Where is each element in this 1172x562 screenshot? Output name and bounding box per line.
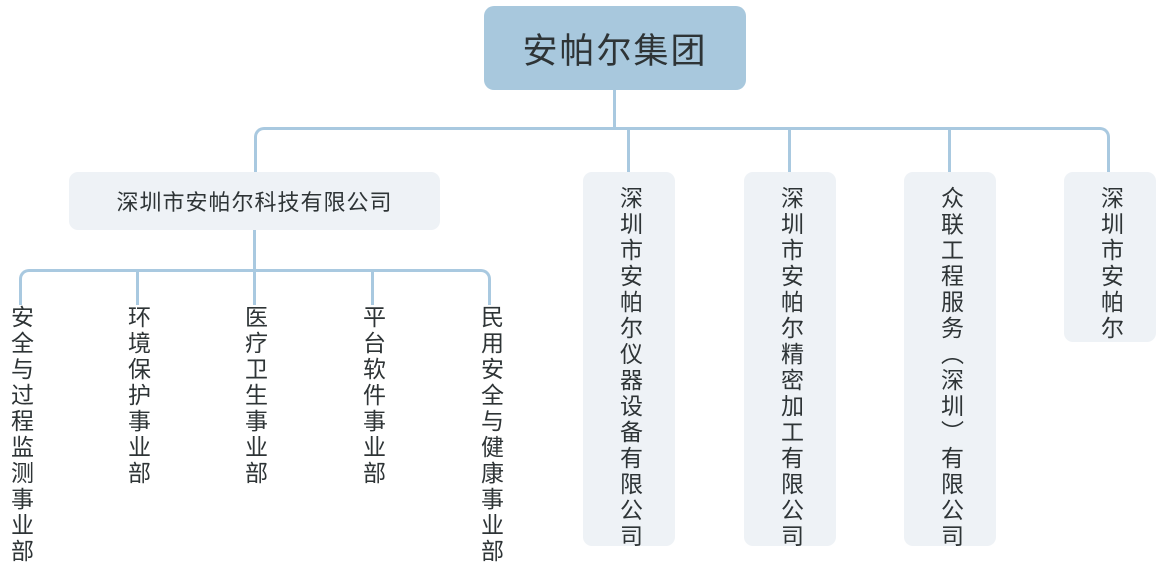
node-subsidiary-tech-label: 深圳市安帕尔科技有限公司 xyxy=(116,190,393,215)
leaf-department-environmental[interactable]: 环境保护事业部 xyxy=(117,305,157,557)
connector-level2-bus xyxy=(264,127,1100,130)
connector-drop-subsidiary-3 xyxy=(948,127,951,172)
leaf-department-medical-label: 医疗卫生事业部 xyxy=(241,305,268,487)
connector-level2-left-elbow xyxy=(254,127,274,172)
connector-departments-right-elbow xyxy=(471,269,491,305)
leaf-department-environmental-label: 环境保护事业部 xyxy=(124,305,151,487)
connector-departments-left-elbow xyxy=(19,269,39,305)
node-subsidiary-precision-label: 深圳市安帕尔精密加工有限公司 xyxy=(777,186,804,550)
connector-drop-department-2 xyxy=(136,269,139,305)
node-subsidiary-tech[interactable]: 深圳市安帕尔科技有限公司 xyxy=(69,172,440,230)
leaf-department-civil-safety-health[interactable]: 民用安全与健康事业部 xyxy=(470,305,510,562)
leaf-department-safety-monitoring[interactable]: 安全与过程监测事业部 xyxy=(0,305,40,562)
connector-drop-subsidiary-1 xyxy=(627,127,630,172)
leaf-department-medical[interactable]: 医疗卫生事业部 xyxy=(234,305,274,557)
connector-level2-right-elbow xyxy=(1090,127,1110,172)
connector-drop-department-4 xyxy=(371,269,374,305)
leaf-department-platform-software-label: 平台软件事业部 xyxy=(359,305,386,487)
node-root-label: 安帕尔集团 xyxy=(522,31,708,71)
connector-departments-bus xyxy=(29,269,481,272)
leaf-department-safety-monitoring-label: 安全与过程监测事业部 xyxy=(7,305,34,562)
node-subsidiary-instruments-label: 深圳市安帕尔仪器设备有限公司 xyxy=(616,186,643,550)
connector-root-stem xyxy=(613,90,616,128)
leaf-department-platform-software[interactable]: 平台软件事业部 xyxy=(352,305,392,557)
connector-drop-department-3 xyxy=(253,269,256,305)
node-subsidiary-instruments[interactable]: 深圳市安帕尔仪器设备有限公司 xyxy=(583,172,675,550)
node-subsidiary-engineering-label: 众联工程服务（深圳）有限公司 xyxy=(937,186,964,550)
node-subsidiary-precision[interactable]: 深圳市安帕尔精密加工有限公司 xyxy=(744,172,836,550)
node-root-company[interactable]: 安帕尔集团 xyxy=(484,6,746,90)
leaf-department-civil-safety-health-label: 民用安全与健康事业部 xyxy=(477,305,504,562)
node-subsidiary-shenzhen[interactable]: 深圳市安帕尔 xyxy=(1064,172,1156,342)
connector-tech-stem xyxy=(253,230,256,270)
node-subsidiary-shenzhen-label: 深圳市安帕尔 xyxy=(1097,186,1124,342)
node-subsidiary-engineering[interactable]: 众联工程服务（深圳）有限公司 xyxy=(904,172,996,550)
connector-drop-subsidiary-2 xyxy=(788,127,791,172)
